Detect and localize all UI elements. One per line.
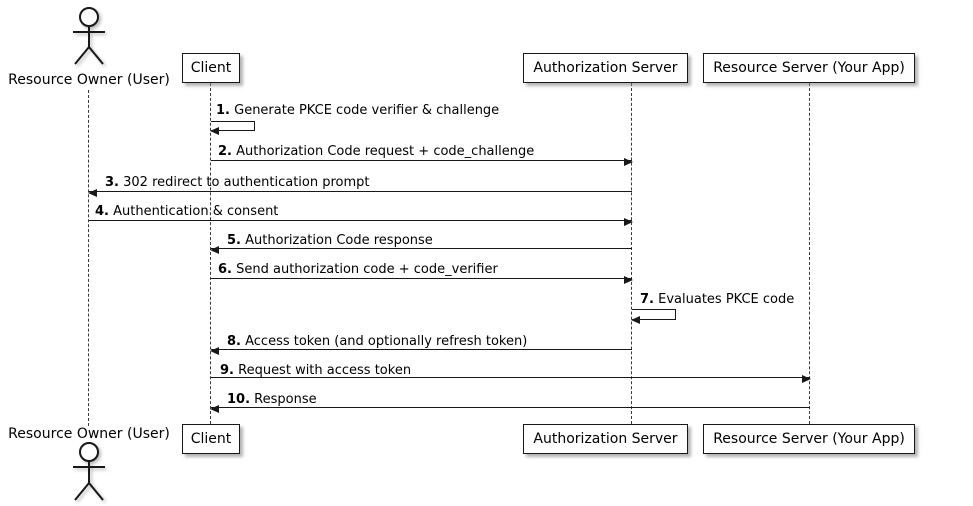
message-8-arrow [210, 346, 632, 355]
message-text: Authorization Code request + code_challe… [236, 144, 535, 159]
message-number: 8. [227, 334, 241, 349]
message-text: Send authorization code + code_verifier [236, 262, 498, 277]
message-text: Evaluates PKCE code [658, 292, 795, 307]
participant-auth-server-bottom: Authorization Server [523, 424, 688, 454]
participant-label: Client [190, 431, 232, 447]
arrowhead-right-icon [624, 217, 633, 226]
message-text: Authentication & consent [113, 204, 279, 219]
message-9-label: 9. Request with access token [220, 364, 411, 378]
actor-label-bottom: Resource Owner (User) [8, 426, 170, 442]
participant-client-top: Client [182, 53, 240, 83]
message-number: 3. [105, 175, 119, 190]
arrowhead-right-icon [624, 275, 633, 284]
message-6-label: 6. Send authorization code + code_verifi… [218, 263, 498, 277]
message-number: 6. [218, 262, 232, 277]
lifeline-resource-owner [88, 90, 89, 426]
message-text: Generate PKCE code verifier & challenge [234, 103, 500, 118]
message-number: 4. [95, 204, 109, 219]
arrowhead-right-icon [802, 374, 811, 383]
arrowhead-left-icon [631, 315, 640, 324]
participant-label: Authorization Server [533, 431, 678, 447]
message-9-arrow [211, 374, 811, 383]
message-10-label: 10. Response [227, 393, 317, 407]
message-text: Request with access token [238, 363, 412, 378]
message-number: 10. [227, 392, 251, 407]
message-1-label: 1. Generate PKCE code verifier & challen… [216, 104, 499, 118]
message-1-self-arrow [210, 121, 255, 135]
lifeline-client [210, 83, 211, 424]
participant-auth-server-top: Authorization Server [523, 53, 688, 83]
message-5-arrow [210, 245, 632, 254]
participant-label: Client [190, 60, 232, 76]
message-2-label: 2. Authorization Code request + code_cha… [218, 145, 534, 159]
actor-icon [59, 3, 119, 67]
message-3-arrow [88, 188, 632, 197]
message-3-label: 3. 302 redirect to authentication prompt [105, 176, 370, 190]
actor-icon [59, 440, 119, 504]
arrowhead-left-icon [210, 245, 219, 254]
message-2-arrow [211, 157, 633, 166]
message-6-arrow [211, 275, 633, 284]
message-8-label: 8. Access token (and optionally refresh … [227, 335, 527, 349]
arrowhead-left-icon [210, 126, 219, 135]
message-number: 1. [216, 103, 230, 118]
message-number: 5. [227, 233, 241, 248]
participant-label: Resource Server (Your App) [713, 431, 905, 447]
message-text: 302 redirect to authentication prompt [123, 175, 370, 190]
message-number: 9. [220, 363, 234, 378]
message-text: Response [254, 392, 317, 407]
message-4-arrow [89, 217, 633, 226]
message-text: Authorization Code response [245, 233, 433, 248]
arrowhead-right-icon [624, 157, 633, 166]
participant-resource-server-top: Resource Server (Your App) [703, 53, 915, 83]
actor-label-top: Resource Owner (User) [8, 72, 170, 88]
participant-client-bottom: Client [182, 424, 240, 454]
lifeline-auth-server [631, 83, 632, 424]
arrowhead-left-icon [210, 404, 219, 413]
message-4-label: 4. Authentication & consent [95, 205, 278, 219]
message-10-arrow [210, 404, 810, 413]
message-text: Access token (and optionally refresh tok… [245, 334, 528, 349]
arrowhead-left-icon [88, 188, 97, 197]
message-7-self-arrow [631, 309, 676, 324]
participant-resource-server-bottom: Resource Server (Your App) [703, 424, 915, 454]
message-number: 2. [218, 144, 232, 159]
participant-label: Resource Server (Your App) [713, 60, 905, 76]
lifeline-resource-server [809, 83, 810, 424]
arrowhead-left-icon [210, 346, 219, 355]
message-7-label: 7. Evaluates PKCE code [640, 293, 794, 307]
message-number: 7. [640, 292, 654, 307]
message-5-label: 5. Authorization Code response [227, 234, 433, 248]
participant-label: Authorization Server [533, 60, 678, 76]
